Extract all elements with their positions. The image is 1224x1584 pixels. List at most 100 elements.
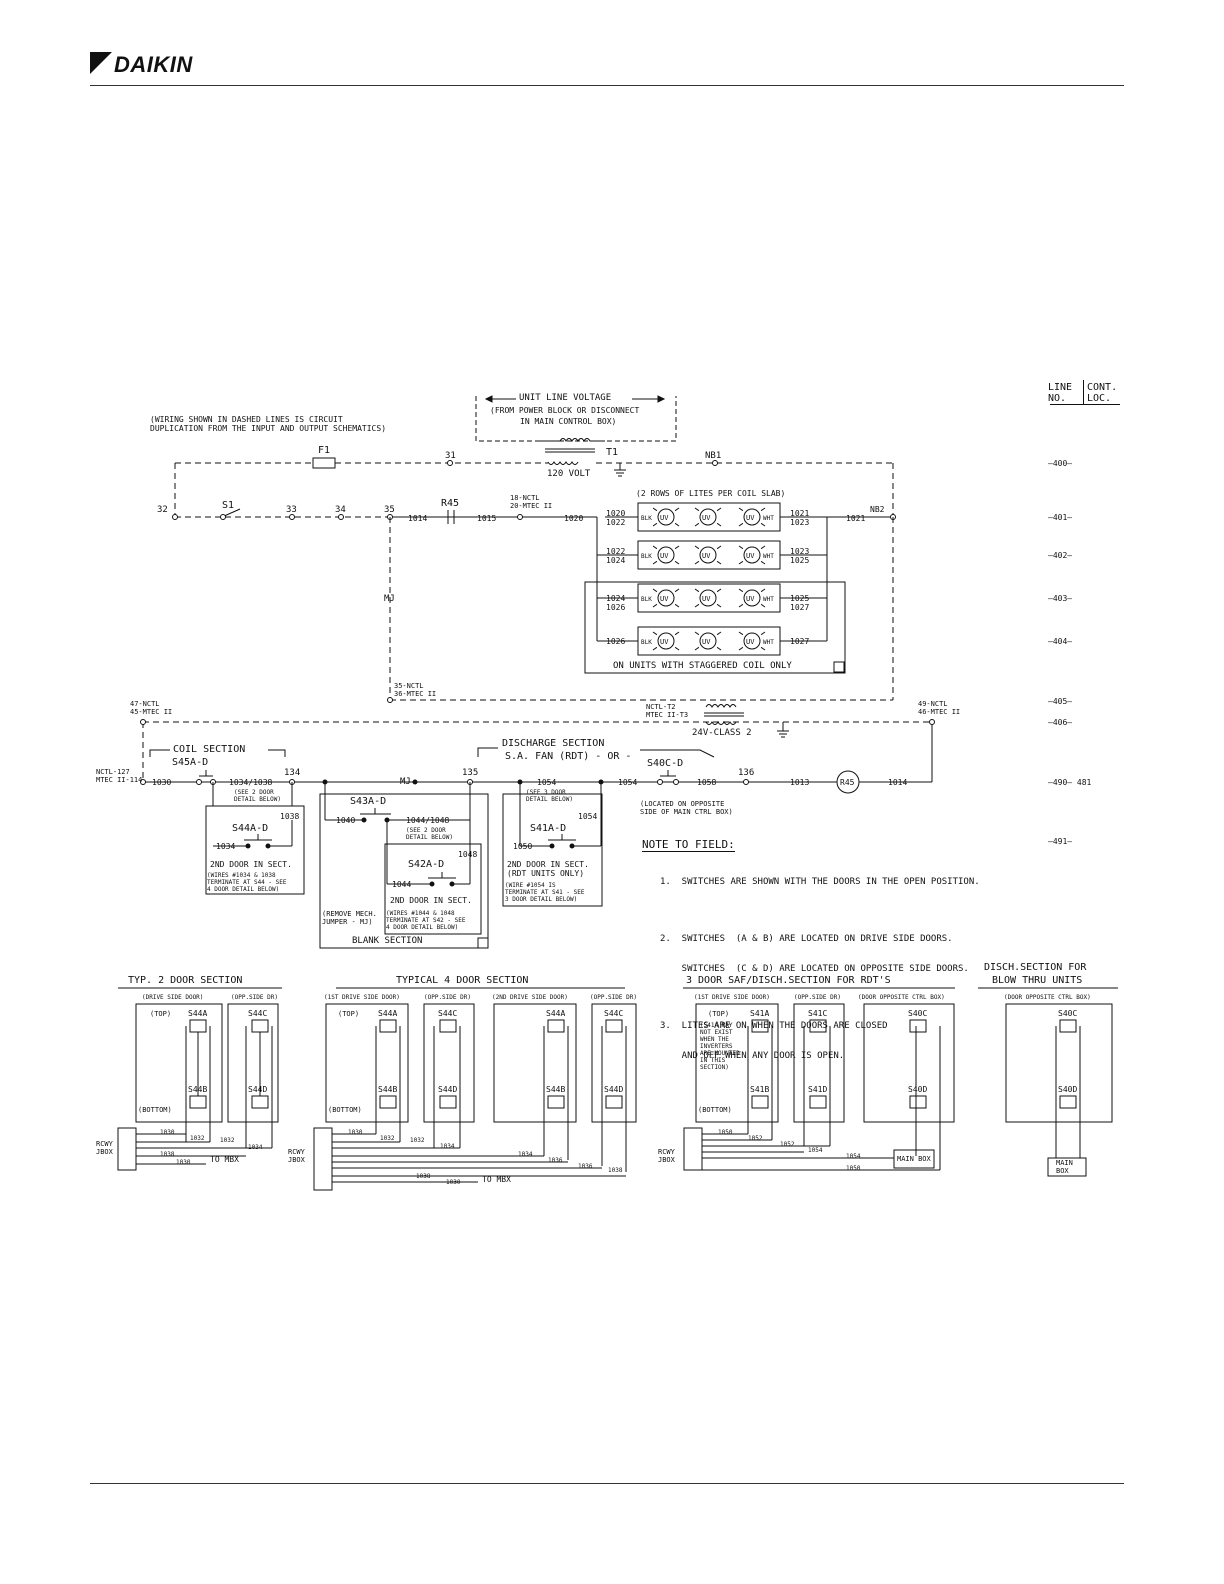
note-line: ARE MOUNTED [700, 1050, 740, 1057]
bottom-label: (BOTTOM) [328, 1106, 362, 1114]
wire-label: 1030 [446, 1179, 461, 1186]
wire-label: 1021 [846, 514, 866, 523]
wire-label: 1036 [578, 1163, 593, 1170]
page-header: DAIKIN [0, 0, 1224, 90]
wire-label: 1048 [458, 850, 478, 859]
mechanical-jumper-mj: MJ [400, 777, 411, 787]
wire-label: 1025 [790, 556, 810, 565]
wire-label: 1023 [790, 547, 810, 556]
note-line: 2ND DOOR IN SECT. [507, 860, 589, 869]
switch-label: S44D [438, 1085, 458, 1094]
note-item: SWITCHES (C & D) ARE LOCATED ON OPPOSITE… [660, 964, 969, 974]
main-box-label: MAIN BOX [1056, 1159, 1073, 1175]
remove-jumper-note: (REMOVE MECH. JUMPER - MJ) [322, 910, 377, 926]
uv-ray [674, 646, 680, 651]
four-door-title: TYPICAL 4 DOOR SECTION [396, 975, 529, 986]
uv-lamp-label: UV [702, 552, 711, 560]
main-box-label: MAIN BOX [897, 1155, 931, 1163]
uv-lamp-icon [743, 632, 761, 650]
note-line: (RDT UNITS ONLY) [507, 869, 585, 878]
wire-label: 1032 [410, 1137, 425, 1144]
rcwy-jbox: RCWY JBOX [658, 1148, 675, 1164]
note-line: TERMINATE AT S44 - SEE [207, 879, 287, 886]
note-line: DETAIL BELOW) [526, 796, 573, 803]
door-label: (OPP.SIDE DR) [794, 994, 841, 1001]
wire-label: 1036 [548, 1157, 563, 1164]
ref-line: NCTL-T2 [646, 703, 676, 711]
uv-ray [738, 588, 744, 593]
line-voltage-title: UNIT LINE VOLTAGE [519, 393, 612, 403]
two-door-drive-label: (DRIVE SIDE DOOR) [142, 994, 204, 1001]
wire-label: 1024 [606, 594, 626, 603]
uv-lamp-label: UV [660, 595, 669, 603]
blow-thru-title: DISCH.SECTION FOR [984, 962, 1087, 973]
note-line: (SEE 3 DOOR [526, 789, 566, 796]
ref-47: 47-NCTL 45-MTEC II [130, 700, 172, 716]
transformer-t1: T1 [606, 447, 619, 458]
line-number: —491— [1048, 837, 1073, 846]
node-134: 134 [284, 768, 301, 778]
note-line: TERMINATE AT S41 - SEE [505, 889, 585, 896]
cont-header-1: CONT. [1087, 382, 1118, 393]
door-label: (DOOR OPPOSITE CTRL BOX) [1004, 994, 1091, 1001]
blk-terminal-label: BLK [641, 515, 652, 522]
bottom-label: (BOTTOM) [138, 1106, 172, 1114]
rcwy-jbox: RCWY JBOX [288, 1148, 305, 1164]
note-line: (S41A MAY [700, 1022, 733, 1029]
switch-label: S44A [546, 1009, 566, 1018]
uv-ray [716, 545, 722, 550]
switch-label: S44A [378, 1009, 398, 1018]
notes-list: 1. SWITCHES ARE SHOWN WITH THE DOORS IN … [660, 857, 980, 1081]
top-label: (TOP) [150, 1010, 172, 1018]
ref-t2: NCTL-T2 MTEC II-T3 [646, 703, 688, 719]
wire-label: 1027 [790, 603, 810, 612]
node-nb1: NB1 [705, 451, 722, 461]
note-item: 2. SWITCHES (A & B) ARE LOCATED ON DRIVE… [660, 934, 953, 944]
uv-ray [652, 588, 658, 593]
uv-lamp-icon [657, 632, 675, 650]
line-voltage-note: (FROM POWER BLOCK OR DISCONNECT [490, 406, 640, 415]
node-31: 31 [445, 451, 456, 461]
note-line: (WIRING SHOWN IN DASHED LINES IS CIRCUIT [150, 415, 343, 424]
node-34: 34 [335, 505, 346, 515]
uv-ray [760, 507, 766, 512]
wire-label: 1015 [477, 514, 497, 523]
uv-lamp-label: UV [746, 514, 755, 522]
uv-ray [652, 646, 658, 651]
note-line: JBOX [288, 1156, 305, 1164]
uv-lamp-icon [657, 546, 675, 564]
two-door-opp-label: (OPP.SIDE DR) [231, 994, 278, 1001]
note-line: (SEE 2 DOOR [406, 827, 446, 834]
uv-ray [694, 588, 700, 593]
note-line: 3 DOOR DETAIL BELOW) [505, 896, 578, 903]
wire-label: 1054 [578, 812, 598, 821]
uv-ray [760, 522, 766, 527]
uv-ray [760, 631, 766, 636]
blank-section-title: BLANK SECTION [352, 936, 423, 946]
ref-line: 20-MTEC II [510, 502, 553, 510]
wire-label: 1054 [846, 1153, 861, 1160]
wire-label: 1038 [608, 1167, 623, 1174]
uv-ray [716, 631, 722, 636]
uv-ray [738, 507, 744, 512]
notes-title: NOTE TO FIELD: [642, 838, 735, 852]
discharge-section-title: DISCHARGE SECTION [502, 738, 605, 749]
blk-terminal-label: BLK [641, 639, 652, 646]
uv-ray [760, 545, 766, 550]
note-line: SIDE OF MAIN CTRL BOX) [640, 808, 733, 816]
s42-box-note: (WIRES #1044 & 1048 TERMINATE AT S42 - S… [386, 910, 465, 931]
uv-ray [716, 560, 722, 565]
uv-lamp-icon [743, 546, 761, 564]
door-label: (DOOR OPPOSITE CTRL BOX) [858, 994, 945, 1001]
uv-ray [760, 560, 766, 565]
uv-ray [760, 646, 766, 651]
uv-ray [674, 560, 680, 565]
ref-line: 47-NCTL [130, 700, 160, 708]
switch-label: S41C [808, 1009, 828, 1018]
